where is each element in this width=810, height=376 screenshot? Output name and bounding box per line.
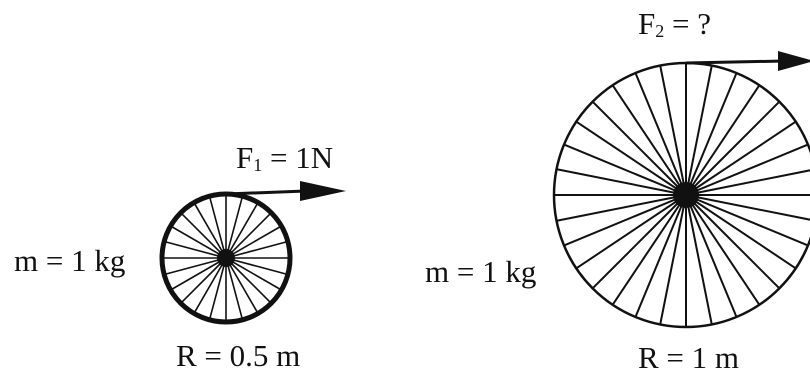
wheel-large-hub [673, 182, 699, 208]
wheel-large-spoke [612, 194, 687, 305]
wheel-small-spoke [225, 257, 287, 275]
wheel-large-spoke [564, 194, 687, 247]
wheel-large-spoke [576, 121, 687, 196]
wheel-large [552, 61, 810, 329]
wheel-small-spoke [225, 257, 258, 313]
force-arrow-2 [685, 51, 810, 71]
wheel-large-spoke [592, 101, 687, 196]
wheel-large-spoke [685, 194, 808, 247]
wheel-large-spoke [685, 169, 810, 196]
radius-label-2: R = 1 m [638, 340, 739, 375]
wheel-small-spoke [225, 213, 271, 259]
wheel-small-spoke [194, 203, 227, 259]
wheel-large-spoke [659, 66, 687, 196]
wheel-large-spoke [685, 66, 713, 196]
wheel-large-spoke [634, 194, 687, 317]
radius-label-1: R = 0.5 m [176, 338, 300, 373]
wheel-small-spoke [225, 241, 287, 259]
wheel-large-spoke [685, 194, 810, 221]
wheel-large-spoke [685, 73, 738, 196]
force-label-1: F1 = 1N [236, 140, 333, 175]
wheel-small-spoke [165, 241, 227, 259]
wheel-large-spoke [685, 143, 808, 196]
mass-label-2: m = 1 kg [425, 254, 536, 289]
wheel-small-spoke [194, 257, 227, 313]
wheel-small-hub [217, 249, 235, 267]
wheel-small-spoke [225, 257, 271, 303]
wheel-small-spoke [181, 257, 227, 303]
wheel-small-spoke [171, 226, 227, 259]
wheel-large-spoke [576, 194, 687, 269]
wheel-large-spoke [557, 168, 687, 196]
wheel-small-spoke [225, 226, 281, 259]
wheel-large-spoke [612, 85, 687, 196]
wheel-small-spoke [225, 257, 243, 319]
wheel-large-spoke [685, 194, 780, 289]
wheel-small-spoke [225, 197, 243, 259]
wheel-large-spoke [685, 194, 738, 317]
wheel-small-spoke [209, 257, 227, 319]
wheel-large-spoke [592, 194, 687, 289]
wheel-small-spoke [171, 257, 227, 290]
mass-label-1: m = 1 kg [14, 243, 125, 278]
wheel-small-spoke [225, 257, 281, 290]
wheel-large-spoke [634, 73, 687, 196]
wheel-small-spoke [165, 257, 227, 275]
force-label-2: F2 = ? [638, 6, 711, 41]
wheel-large-spoke [685, 194, 713, 324]
force-arrow-1 [225, 181, 346, 201]
wheel-large-spoke [685, 85, 760, 196]
wheel-large-spoke [659, 194, 687, 324]
wheel-large-spoke [557, 194, 687, 222]
wheel-small-spoke [181, 213, 227, 259]
wheel-small-spoke [209, 197, 227, 259]
wheel-large-spoke [685, 194, 760, 305]
wheel-large-spoke [685, 101, 780, 196]
wheel-large-spoke [564, 143, 687, 196]
wheel-large-spoke [685, 121, 796, 196]
wheel-large-spoke [685, 194, 796, 269]
wheel-small-spokes [164, 196, 288, 320]
wheel-small [159, 191, 293, 325]
wheel-small-spoke [225, 203, 258, 259]
wheel-large-spokes [555, 64, 810, 326]
